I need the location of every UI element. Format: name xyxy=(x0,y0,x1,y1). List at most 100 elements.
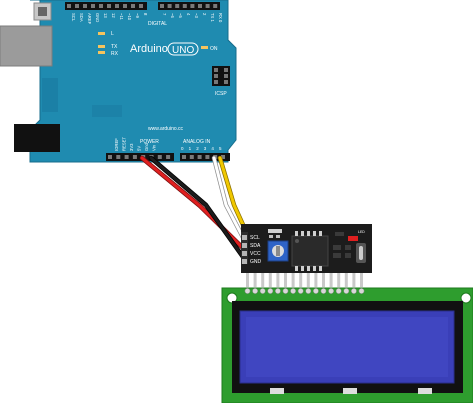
power-label: POWER xyxy=(140,139,159,145)
power-jack xyxy=(14,124,60,152)
mount-hole-tr xyxy=(460,292,472,304)
digital-pin xyxy=(198,4,202,8)
lcd-header-pin xyxy=(344,273,348,287)
icsp-pins xyxy=(214,68,228,84)
power-pin xyxy=(132,155,137,159)
digital-pin-label: 2 xyxy=(202,13,207,16)
uno-label: UNO xyxy=(172,45,194,56)
lcd-header-pin xyxy=(261,273,265,287)
lcd-pin-pad xyxy=(328,288,334,294)
led-jumper xyxy=(348,236,358,241)
analog-in-label: ANALOG IN xyxy=(183,139,211,145)
lcd-header-pin xyxy=(246,273,249,287)
lcd-pin-pad xyxy=(244,288,251,294)
analog-pin xyxy=(205,155,210,159)
digital-pin-label: SDA xyxy=(79,13,84,22)
digital-pin-label: ~10 xyxy=(127,13,132,21)
digital-pin xyxy=(107,4,111,8)
board-detail-mid xyxy=(92,105,122,117)
power-pin xyxy=(124,155,129,159)
digital-pin-label: 4 xyxy=(186,13,191,16)
power-pin-label: 3V3 xyxy=(129,143,134,151)
digital-pin-label: ~5 xyxy=(178,13,183,18)
lcd-pin-pad xyxy=(282,288,289,294)
lcd-header-pin xyxy=(284,273,287,287)
lcd-header-pin xyxy=(329,273,333,287)
digital-pin xyxy=(115,4,119,8)
arduino-brand: Arduino xyxy=(130,43,168,55)
analog-pin-label: 0 xyxy=(181,146,184,151)
on-led xyxy=(201,46,208,49)
digital-pin xyxy=(91,4,95,8)
analog-pin-label: 1 xyxy=(189,146,192,151)
lcd-header-pin xyxy=(291,273,295,287)
analog-pin xyxy=(221,155,225,159)
backpack-pin-label: VCC xyxy=(250,251,261,257)
digital-pin xyxy=(160,4,164,8)
analog-header xyxy=(180,153,230,161)
backlight-jumper-cap xyxy=(359,246,363,260)
led-rx xyxy=(98,51,105,54)
digital-pin-label: RX 0 xyxy=(218,13,223,23)
digital-pin xyxy=(75,4,79,8)
power-pin-label: Vin xyxy=(152,144,157,151)
power-pin xyxy=(116,155,121,159)
website-label: www.arduino.cc xyxy=(148,126,184,132)
digital-pin xyxy=(182,4,187,8)
icsp-label: ICSP xyxy=(215,91,227,97)
digital-label: DIGITAL xyxy=(148,21,167,27)
digital-pin-label: ~6 xyxy=(170,13,175,18)
lcd-pin-pad xyxy=(297,288,304,294)
chip-legs xyxy=(295,231,322,271)
digital-pin-label: ~11 xyxy=(119,13,124,20)
backpack-pin-label: GND xyxy=(250,259,262,265)
wire-sda-core xyxy=(212,156,249,247)
backpack-pin-label: SCL xyxy=(250,235,260,241)
digital-pin xyxy=(83,4,87,8)
digital-pin xyxy=(67,4,71,8)
bottom-header-pins xyxy=(108,155,225,159)
lcd-pin-pad xyxy=(358,288,365,294)
backpack-pin xyxy=(242,243,247,248)
led-jumper-label: LED xyxy=(358,230,365,234)
lcd-pin-pad xyxy=(351,288,357,294)
lcd-1602-module xyxy=(221,273,473,403)
wire-gnd xyxy=(148,155,251,267)
digital-pin xyxy=(213,4,218,8)
digital-pin-label: ~9 xyxy=(135,13,140,18)
lcd-pin-pad xyxy=(252,288,258,294)
smd-components xyxy=(333,232,351,258)
lcd-screen xyxy=(239,310,455,384)
lcd-header-pin xyxy=(314,273,318,287)
lcd-header-pin xyxy=(253,273,257,287)
digital-pin xyxy=(167,4,172,8)
digital-header-left xyxy=(65,2,147,10)
digital-pin xyxy=(131,4,135,8)
wires xyxy=(139,155,252,267)
analog-pin-label: 3 xyxy=(204,146,207,151)
digital-pin xyxy=(139,4,143,8)
power-pin-label: 5V xyxy=(137,146,142,151)
power-pin-label: RESET xyxy=(122,137,127,151)
power-pin xyxy=(157,155,162,159)
digital-pin xyxy=(190,4,195,8)
analog-pin-label: 4 xyxy=(211,146,214,151)
analog-pin xyxy=(197,155,202,159)
lcd-pin-pad xyxy=(320,288,327,294)
digital-pin-label: SCL xyxy=(71,13,76,22)
pcf8574-chip xyxy=(291,235,329,267)
backpack-header-pins xyxy=(242,235,247,264)
on-label: ON xyxy=(210,46,218,52)
lcd-header-pins xyxy=(244,273,365,294)
lcd-tab-mid xyxy=(343,388,357,394)
lcd-pin-pad xyxy=(305,288,312,294)
lcd-screen-glare xyxy=(246,317,448,377)
backpack-pin xyxy=(242,235,247,240)
potentiometer-slot xyxy=(276,246,280,256)
analog-pin xyxy=(182,155,186,159)
